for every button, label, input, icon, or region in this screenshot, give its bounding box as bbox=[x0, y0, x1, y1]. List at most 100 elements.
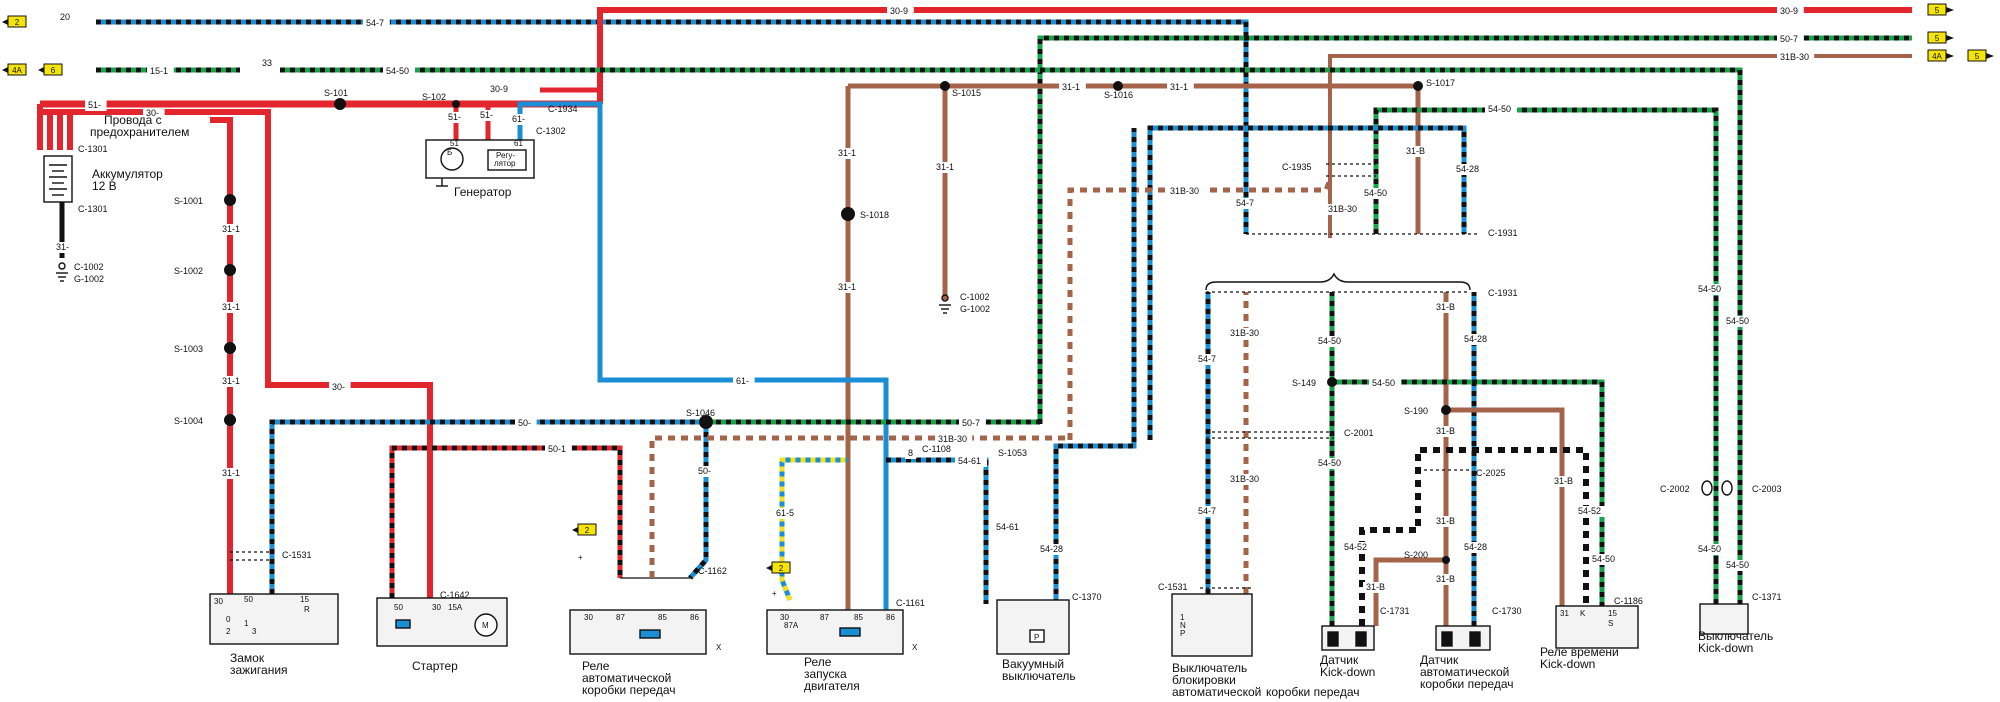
lbl-s1017: S-1017 bbox=[1426, 78, 1455, 88]
lbl-relay-at-1: Реле bbox=[582, 659, 610, 673]
wire-54-61 bbox=[886, 457, 989, 604]
lbl-54-28-d: 54-28 bbox=[1464, 542, 1487, 552]
lbl-54-28-c-bg bbox=[1461, 334, 1493, 345]
wires-layer bbox=[37, 7, 1912, 626]
lbl-31-1-c-bg bbox=[219, 376, 246, 387]
lbl-31-1-i: 31-1 bbox=[1170, 82, 1188, 92]
lbl-31b30-right: 31B-30 bbox=[1780, 52, 1809, 62]
lbl-at-sensor-3: коробки передач bbox=[1420, 677, 1514, 691]
lbl-54-28-b: 54-28 bbox=[1040, 544, 1063, 554]
lbl-31-1-a-bg bbox=[219, 224, 246, 235]
lbl-31-1-d-bg bbox=[219, 468, 246, 479]
lbl-54-7-top: 54-7 bbox=[366, 18, 384, 28]
pin-gen-61: 61 bbox=[514, 139, 523, 148]
lbl-54-7-c-bg bbox=[1195, 354, 1222, 365]
wire-50-blue-stripe bbox=[269, 419, 706, 594]
lbl-31-1-f: 31-1 bbox=[838, 282, 856, 292]
lbl-54-50-f-bg bbox=[1589, 554, 1621, 565]
lbl-51-b-bg bbox=[445, 112, 467, 123]
pin-ign-r: R bbox=[304, 605, 310, 614]
lbl-s1046: S-1046 bbox=[686, 408, 715, 418]
lbl-54-50-i: 54-50 bbox=[1698, 544, 1721, 554]
lbl-54-61-bg bbox=[955, 456, 987, 467]
lbl-battery-2: 12 В bbox=[92, 179, 117, 193]
lbl-s1003: S-1003 bbox=[174, 344, 203, 354]
relay-tag-2b: 2 bbox=[766, 561, 791, 574]
lbl-31b30-d: 31B-30 bbox=[1230, 328, 1259, 338]
pin-lk-p: P bbox=[1180, 629, 1185, 638]
lbl-31-1-h-bg bbox=[1059, 82, 1086, 93]
pin-gen-51: 51 bbox=[450, 139, 459, 148]
lbl-61-bg bbox=[733, 376, 755, 387]
lbl-c2002: C-2002 bbox=[1660, 484, 1690, 494]
pin-plus-a: + bbox=[578, 553, 583, 562]
lbl-51-a-bg bbox=[477, 110, 499, 121]
lbl-s1001: S-1001 bbox=[174, 196, 203, 206]
lbl-31b30-a: 31B-30 bbox=[1170, 186, 1199, 196]
lbl-31-1-a: 31-1 bbox=[222, 224, 240, 234]
lbl-c1161: C-1161 bbox=[896, 598, 925, 608]
wire-31b-kd bbox=[1373, 557, 1446, 626]
pin-ra-30: 30 bbox=[584, 613, 593, 622]
terminal-5b: 5 bbox=[1927, 31, 1954, 44]
lbl-54-50-d: 54-50 bbox=[1318, 458, 1341, 468]
pin-ign-2: 2 bbox=[226, 627, 231, 636]
lbl-generator: Генератор bbox=[454, 185, 512, 199]
lbl-54-50-g: 54-50 bbox=[1698, 284, 1721, 294]
lbl-fuses-2: предохранителем bbox=[90, 125, 189, 139]
lbl-c1301-b: C-1301 bbox=[78, 204, 108, 214]
lbl-31b-f: 31-B bbox=[1366, 582, 1385, 592]
lbl-8-bg bbox=[905, 448, 917, 459]
lbl-33-bg bbox=[259, 58, 276, 69]
pin-rs-30: 30 bbox=[780, 613, 789, 622]
splice-s149 bbox=[1327, 377, 1337, 387]
lbl-31-1-g: 31-1 bbox=[936, 162, 954, 172]
terminal-4a-left-label: 4A bbox=[12, 66, 22, 75]
wire-50-1-stripe bbox=[389, 445, 623, 598]
lbl-54-50-top-bg bbox=[383, 66, 415, 77]
pin-rs-87a: 87A bbox=[784, 621, 799, 630]
timer-relay-body bbox=[1555, 605, 1639, 649]
lbl-31b30-a-bg bbox=[1167, 186, 1205, 197]
lbl-30-9-top-bg bbox=[887, 6, 914, 17]
lbl-54-7-b: 54-7 bbox=[1236, 198, 1254, 208]
pin-st-m: M bbox=[482, 621, 489, 630]
lbl-c1301-a: C-1301 bbox=[78, 144, 108, 154]
lbl-31b-bg bbox=[1403, 146, 1430, 157]
lbl-31b-c-bg bbox=[1433, 426, 1460, 437]
lbl-s1002: S-1002 bbox=[174, 266, 203, 276]
lbl-c1935: C-1935 bbox=[1282, 162, 1312, 172]
wire-61-blue bbox=[517, 101, 889, 612]
lbl-54-50-f: 54-50 bbox=[1592, 554, 1615, 564]
lbl-kd-switch-1: Выключатель bbox=[1698, 629, 1773, 643]
lbl-31-1-c: 31-1 bbox=[222, 376, 240, 386]
pin-x-b: X bbox=[912, 643, 918, 652]
terminal-4a-right: 4A bbox=[1927, 49, 1954, 62]
lbl-54-52-b: 54-52 bbox=[1578, 506, 1601, 516]
lbl-51-b: 51- bbox=[448, 112, 461, 122]
splice-s1002 bbox=[224, 264, 236, 276]
terminal-5-right: 5 bbox=[1967, 49, 1994, 62]
lbl-gen-b: Б bbox=[447, 148, 452, 157]
lbl-c1302: C-1302 bbox=[536, 126, 566, 136]
lbl-ignition-1: Замок bbox=[230, 651, 265, 665]
lbl-c1002-left: C-1002 bbox=[74, 262, 104, 272]
wire-61-5-stripe bbox=[779, 457, 848, 601]
lbl-30-b: 30- bbox=[332, 382, 345, 392]
lbl-s1016: S-1016 bbox=[1104, 90, 1133, 100]
lbl-relay-start-3: двигателя bbox=[804, 679, 860, 693]
lbl-relay-at-2: автоматической bbox=[582, 671, 671, 685]
wire-54-28-box bbox=[1147, 125, 1467, 440]
lbl-54-7-b-bg bbox=[1233, 198, 1260, 209]
pin-ra-86: 86 bbox=[690, 613, 699, 622]
generator-symbol bbox=[440, 147, 464, 171]
lbl-31-1-h: 31-1 bbox=[1062, 82, 1080, 92]
terminal-4a-left: 4A bbox=[2, 63, 27, 76]
lbl-c2025: C-2025 bbox=[1476, 468, 1506, 478]
splice-s1001 bbox=[224, 194, 236, 206]
ground-icon bbox=[58, 262, 66, 270]
splice-s200 bbox=[1442, 556, 1450, 564]
wire-50-1 bbox=[389, 445, 623, 598]
lbl-31b30-c-bg bbox=[935, 434, 973, 445]
